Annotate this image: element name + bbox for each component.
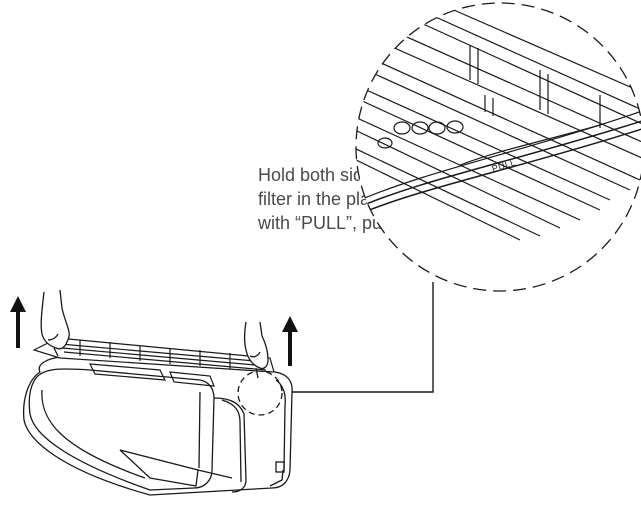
- leader-line: [292, 282, 434, 393]
- right-hand: [243, 321, 269, 379]
- detail-circle-outline: [355, 2, 641, 292]
- top-filter: [32, 337, 275, 387]
- up-arrow-icon: [282, 316, 298, 366]
- up-arrow-icon: [10, 296, 26, 348]
- left-hand: [40, 289, 70, 357]
- unit-body: [22, 356, 293, 496]
- front-panel: [28, 368, 215, 491]
- lift-arrows: [10, 296, 298, 366]
- unit-detail-marker: [237, 370, 283, 416]
- indoor-unit: [22, 356, 293, 496]
- detail-magnifier: PULL: [355, 2, 641, 292]
- filter-detail-closeup: [356, 3, 641, 241]
